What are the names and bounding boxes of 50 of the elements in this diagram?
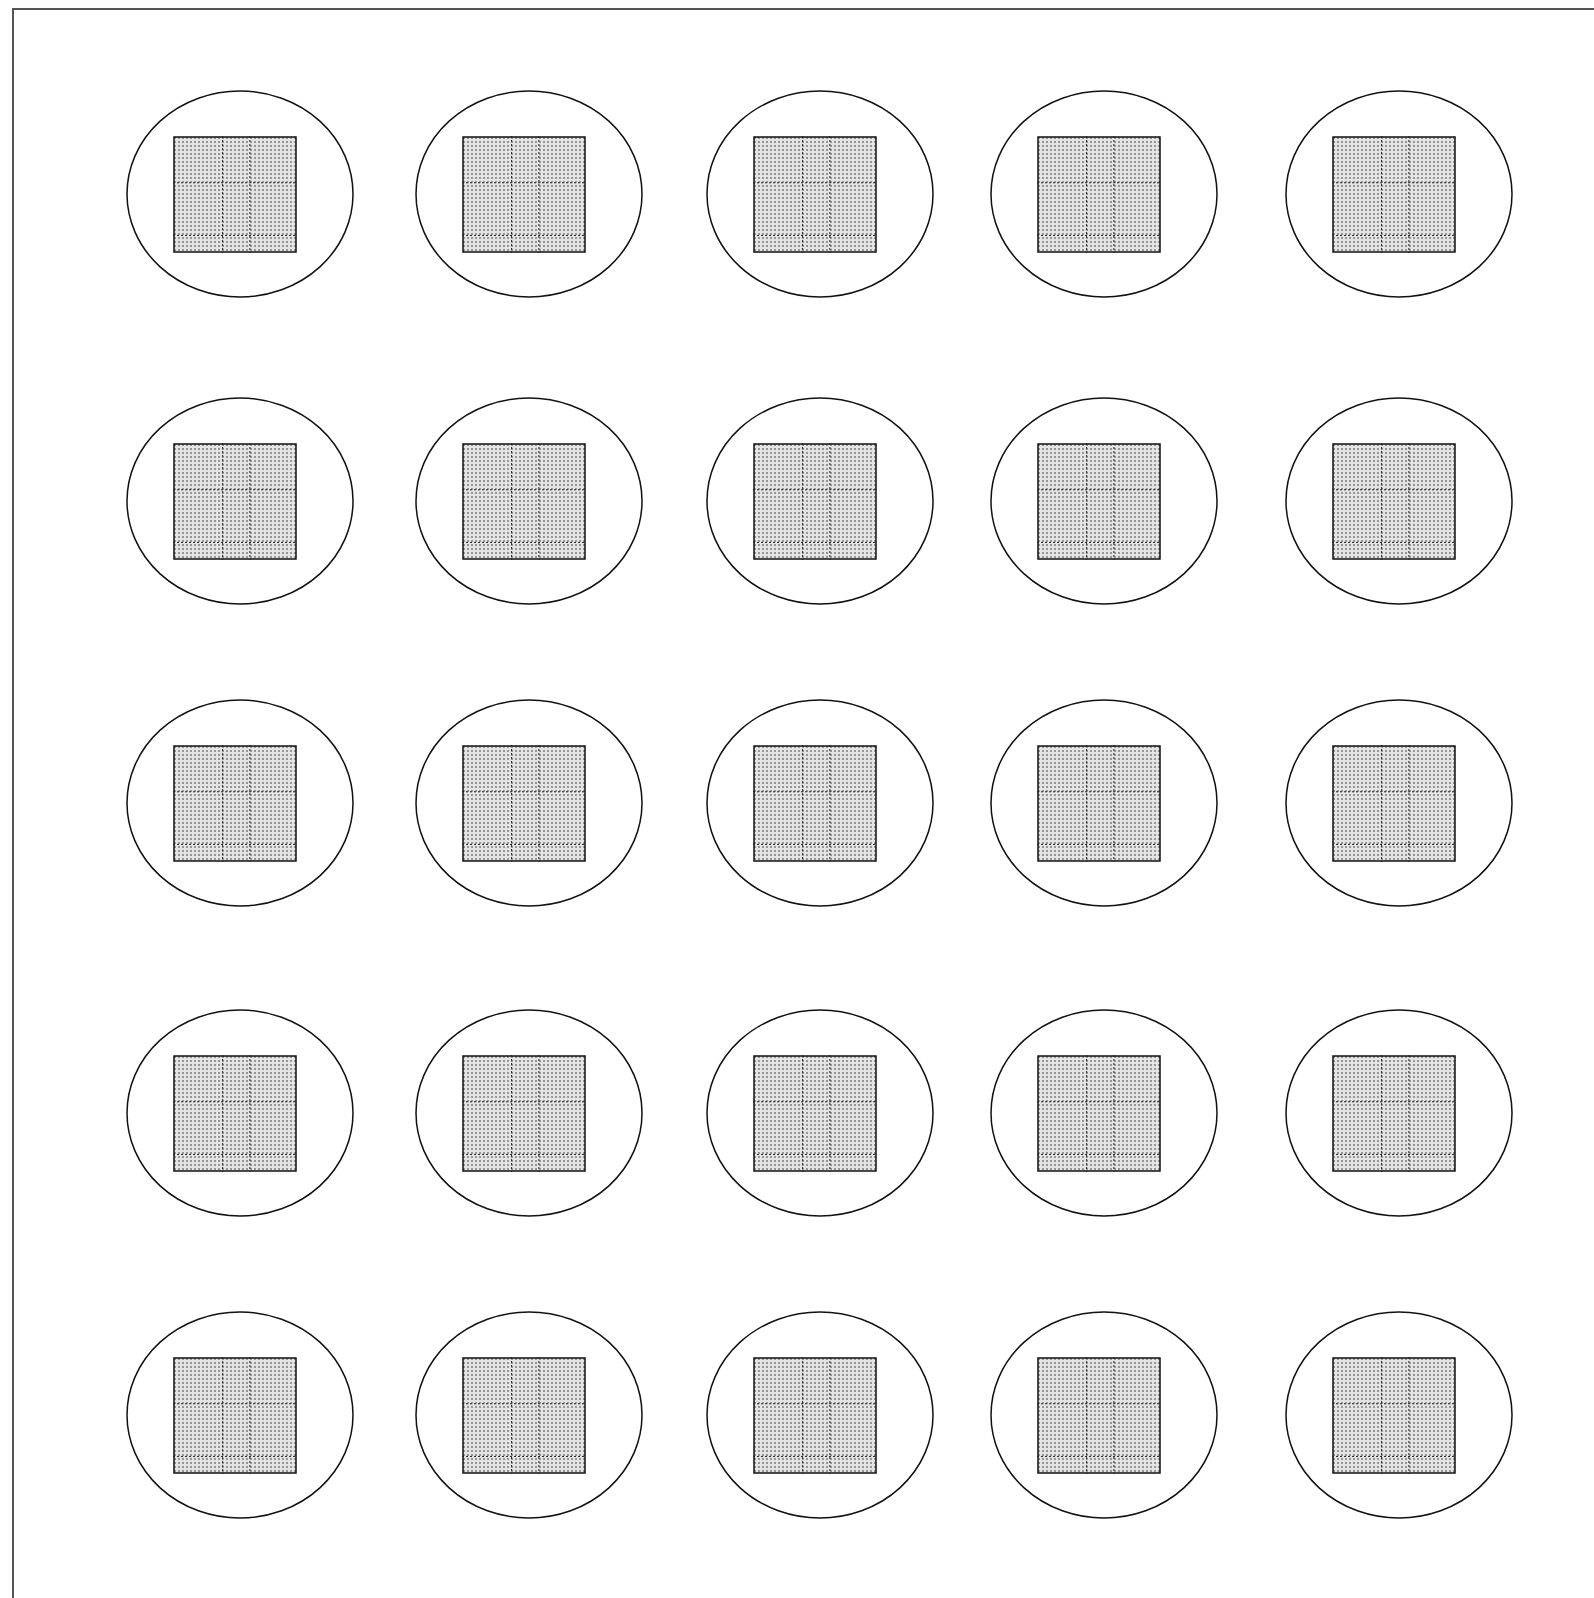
stippled-square <box>753 1054 877 1172</box>
circle-outline <box>126 397 354 605</box>
circle-outline <box>706 1311 934 1519</box>
stippled-square <box>1037 135 1161 253</box>
circle-outline <box>415 699 643 907</box>
stippled-square <box>173 135 297 253</box>
circle-outline <box>126 699 354 907</box>
circle-outline <box>990 1311 1218 1519</box>
circle-outline <box>415 1311 643 1519</box>
circle-outline <box>990 699 1218 907</box>
stippled-square <box>1332 1356 1456 1474</box>
circle-outline <box>706 397 934 605</box>
circle-outline <box>126 90 354 298</box>
stippled-square <box>1037 1356 1161 1474</box>
circle-outline <box>415 397 643 605</box>
stippled-square <box>173 744 297 862</box>
stippled-square <box>753 442 877 560</box>
circle-outline <box>1285 1009 1513 1217</box>
circle-outline <box>1285 1311 1513 1519</box>
circle-outline <box>990 90 1218 298</box>
circle-outline <box>706 699 934 907</box>
circle-outline <box>1285 397 1513 605</box>
circle-outline <box>706 1009 934 1217</box>
stippled-square <box>753 1356 877 1474</box>
stippled-square <box>1037 744 1161 862</box>
stippled-square <box>173 1356 297 1474</box>
circle-outline <box>1285 90 1513 298</box>
stippled-square <box>462 1356 586 1474</box>
stippled-square <box>462 135 586 253</box>
stippled-square <box>1332 135 1456 253</box>
stippled-square <box>462 442 586 560</box>
circle-outline <box>706 90 934 298</box>
stippled-square <box>1332 1054 1456 1172</box>
circle-outline <box>126 1311 354 1519</box>
circle-outline <box>126 1009 354 1217</box>
circle-outline <box>990 397 1218 605</box>
circle-outline <box>415 90 643 298</box>
circle-outline <box>415 1009 643 1217</box>
circle-outline <box>1285 699 1513 907</box>
stippled-square <box>1037 442 1161 560</box>
stippled-square <box>1332 744 1456 862</box>
stippled-square <box>462 1054 586 1172</box>
stippled-square <box>462 744 586 862</box>
stippled-square <box>753 744 877 862</box>
stippled-square <box>173 442 297 560</box>
stippled-square <box>173 1054 297 1172</box>
stippled-square <box>1332 442 1456 560</box>
stippled-square <box>1037 1054 1161 1172</box>
circle-outline <box>990 1009 1218 1217</box>
stippled-square <box>753 135 877 253</box>
